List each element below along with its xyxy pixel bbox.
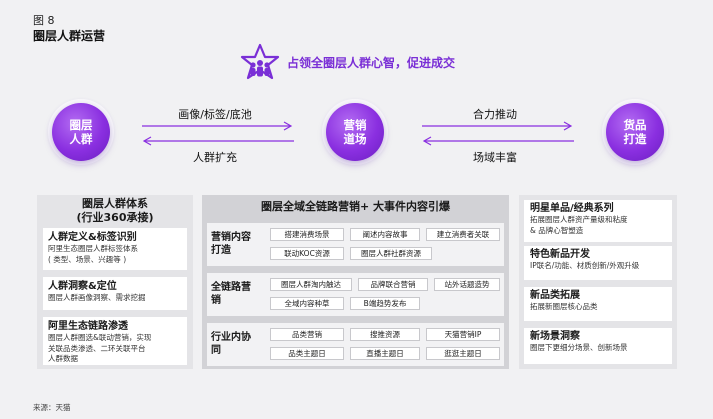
arrow-right-icon xyxy=(422,121,573,131)
right-card: 特色新品开发 IP联名/功能、材质创新/外观升级 xyxy=(524,246,672,280)
middle-block: 营销内容打造 搭建消费场景 阐述内容故事 建立消费者关联 联动KOC资源 圈层人… xyxy=(207,223,504,266)
tag: 搭建消费场景 xyxy=(270,228,344,241)
crowd-system-column: 圈层人群体系 (行业360承接) 人群定义&标签识别 阿里生态圈层人群标签体系 … xyxy=(37,195,193,369)
tag: B端趋势发布 xyxy=(350,297,420,310)
arrow-left-icon xyxy=(422,136,574,146)
middle-block: 行业内协同 品类营销 搜推资源 天猫营销IP 品类主题日 直播主题日 逛逛主题日 xyxy=(207,323,504,366)
product-column: 明星单品/经典系列 拓展圈层人群资产量级和粘度 & 品牌心智塑造 特色新品开发 … xyxy=(519,195,677,369)
left-card: 人群定义&标签识别 阿里生态圈层人群标签体系 ( 类型、场景、兴趣等 ) xyxy=(43,228,187,270)
circle-label: 营销道场 xyxy=(343,118,367,146)
figure-title: 圈层人群运营 xyxy=(33,29,106,43)
figure-label: 图 8 xyxy=(33,14,55,27)
tag: 建立消费者关联 xyxy=(426,228,500,241)
left-card: 人群洞察&定位 圈层人群画像洞察、需求挖掘 xyxy=(43,277,187,310)
tag: 全域内容种草 xyxy=(270,297,344,310)
middle-block: 全链路营销 圈层人群淘内触达 品牌联合营销 站外话题造势 全域内容种草 B端趋势… xyxy=(207,273,504,316)
tag: 圈层人群社群资源 xyxy=(350,247,432,260)
block-label: 全链路营销 xyxy=(211,282,251,306)
column-title: 圈层人群体系 (行业360承接) xyxy=(76,197,154,224)
tag: 天猫营销IP xyxy=(426,328,500,341)
circle-marketing: 营销道场 xyxy=(320,97,390,167)
right-card: 明星单品/经典系列 拓展圈层人群资产量级和粘度 & 品牌心智塑造 xyxy=(524,200,672,242)
tag: 联动KOC资源 xyxy=(270,247,344,260)
arrow-left-icon xyxy=(142,136,294,146)
tag: 站外话题造势 xyxy=(434,278,500,291)
arrow-label-right-bottom: 场域丰富 xyxy=(473,151,517,164)
right-card: 新场景洞察 圈层下更细分场景、创新场景 xyxy=(524,328,672,364)
circle-label: 圈层人群 xyxy=(69,118,93,146)
tag: 逛逛主题日 xyxy=(426,347,500,360)
arrow-label-left-bottom: 人群扩充 xyxy=(193,151,237,164)
column-title: 圈层全域全链路营销+ 大事件内容引爆 xyxy=(260,200,451,213)
source-note: 来源：天猫 xyxy=(33,403,71,412)
circle-label: 货品打造 xyxy=(623,118,647,146)
tag: 品类主题日 xyxy=(270,347,344,360)
tag: 品牌联合营销 xyxy=(358,278,428,291)
arrow-right-icon xyxy=(142,121,293,131)
crowd-star-icon xyxy=(240,43,280,80)
block-label: 行业内协同 xyxy=(211,332,251,356)
marketing-column: 圈层全域全链路营销+ 大事件内容引爆 营销内容打造 搭建消费场景 阐述内容故事 … xyxy=(202,195,509,369)
tag: 圈层人群淘内触达 xyxy=(270,278,352,291)
arrow-label-left-top: 画像/标签/底池 xyxy=(178,108,252,121)
tag: 品类营销 xyxy=(270,328,344,341)
circle-crowd: 圈层人群 xyxy=(46,97,116,167)
right-card: 新品类拓展 拓展新圈层核心品类 xyxy=(524,287,672,321)
tag: 阐述内容故事 xyxy=(350,228,420,241)
tag: 搜推资源 xyxy=(350,328,420,341)
block-label: 营销内容打造 xyxy=(211,232,251,256)
left-card: 阿里生态链路渗透 圈层人群圈选&联动营销，实现 关联品类渗透、二环关联平台 人群… xyxy=(43,317,187,365)
tag: 直播主题日 xyxy=(350,347,420,360)
circle-product: 货品打造 xyxy=(600,97,670,167)
arrow-label-right-top: 合力推动 xyxy=(473,108,517,121)
slogan: 占领全圈层人群心智，促进成交 xyxy=(287,56,456,70)
